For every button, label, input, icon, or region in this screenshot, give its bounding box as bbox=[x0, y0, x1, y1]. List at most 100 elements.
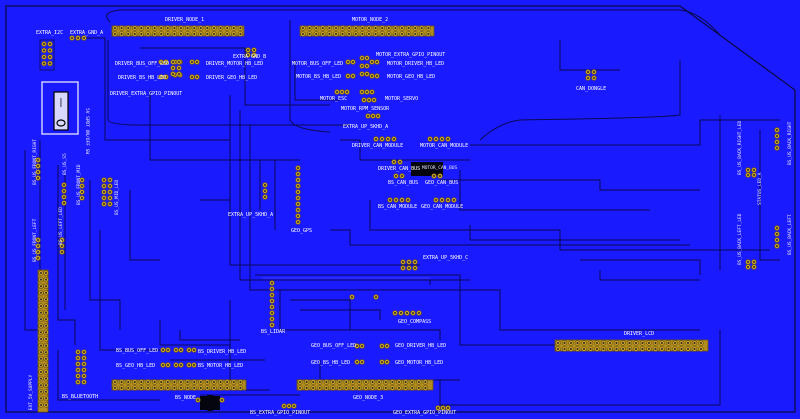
pad-hole bbox=[414, 27, 417, 29]
pad-hole bbox=[361, 361, 363, 363]
pad-hole bbox=[45, 278, 47, 281]
pad-hole bbox=[433, 175, 435, 177]
pad-hole bbox=[43, 49, 45, 52]
pad-hole bbox=[384, 387, 387, 389]
pad-hole bbox=[83, 381, 85, 383]
pad-hole bbox=[447, 199, 449, 201]
pad-hole bbox=[615, 342, 618, 344]
label-motor-esc: MOTOR_ESC bbox=[320, 96, 347, 102]
pad-hole bbox=[219, 33, 222, 35]
pad-hole bbox=[153, 27, 156, 29]
pad-hole bbox=[368, 33, 370, 35]
pad-hole bbox=[776, 245, 778, 247]
pad-hole bbox=[140, 387, 143, 389]
pad-hole bbox=[654, 342, 657, 344]
label-bs-motor-hb-led: BS_MOTOR_HB_LED bbox=[198, 363, 243, 369]
pad-hole bbox=[420, 27, 423, 29]
pad-hole bbox=[654, 348, 657, 350]
pad-hole bbox=[674, 348, 676, 350]
pad-hole bbox=[37, 165, 39, 167]
pad-hole bbox=[160, 381, 163, 383]
pad-hole bbox=[45, 324, 47, 327]
pad-hole bbox=[45, 311, 47, 314]
pad-hole bbox=[103, 197, 105, 199]
pad-hole bbox=[407, 199, 409, 201]
pad-hole bbox=[687, 342, 689, 344]
label-extra-gnd-b: EXTRA_GND_B bbox=[233, 54, 266, 60]
label-bs-bluetooth: BS_BLUETOOTH bbox=[62, 394, 98, 400]
label-driver-node-1: DRIVER_NODE_1 bbox=[165, 17, 204, 23]
pad-hole bbox=[387, 27, 390, 29]
pad-hole bbox=[424, 387, 427, 389]
pad-hole bbox=[378, 387, 381, 389]
pad-hole bbox=[153, 381, 156, 383]
pad-hole bbox=[288, 405, 290, 407]
label-motor-node-2: MOTOR_NODE_2 bbox=[352, 17, 388, 23]
pad-hole bbox=[341, 27, 344, 29]
pad-hole bbox=[378, 381, 381, 383]
pad-hole bbox=[356, 361, 358, 363]
pad-hole bbox=[37, 245, 39, 247]
pad-hole bbox=[667, 348, 670, 350]
pad-hole bbox=[441, 138, 443, 140]
label-geo-bus-off-led: GEO_BUS_OFF_LED bbox=[311, 343, 356, 349]
pad-hole bbox=[196, 61, 198, 63]
pad-hole bbox=[395, 199, 397, 201]
pad-hole bbox=[747, 169, 749, 171]
pad-hole bbox=[628, 348, 631, 350]
label-ext-5v-supply: EXT_5V_SUPPLY bbox=[28, 374, 34, 410]
pad-hole bbox=[166, 27, 169, 29]
pad-hole bbox=[400, 312, 402, 314]
label-bs-can-module: BS_CAN_MODULE bbox=[378, 204, 417, 210]
pad-hole bbox=[408, 261, 410, 263]
pad-hole bbox=[776, 147, 778, 149]
label-driver-motor-hb-led: DRIVER_MOTOR_HB_LED bbox=[206, 61, 263, 67]
pad-hole bbox=[648, 342, 650, 344]
power-switch-on-glyph: | bbox=[58, 98, 63, 108]
pad-hole bbox=[43, 62, 45, 65]
pad-hole bbox=[271, 294, 273, 296]
pad-hole bbox=[635, 342, 637, 344]
pad-hole bbox=[376, 75, 378, 77]
pad-hole bbox=[186, 381, 189, 383]
pad-hole bbox=[283, 405, 285, 407]
pad-hole bbox=[583, 342, 585, 344]
pad-hole bbox=[173, 33, 176, 35]
pad-hole bbox=[193, 381, 196, 383]
label-extra-gnd-a: EXTRA_GND_A bbox=[70, 30, 103, 36]
pad-hole bbox=[226, 381, 229, 383]
pad-hole bbox=[381, 345, 383, 347]
pad-hole bbox=[140, 27, 143, 29]
pad-hole bbox=[366, 57, 368, 59]
label-driver-extra-gpio-pinout: DRIVER_EXTRA_GPIO_PINOUT bbox=[110, 91, 182, 97]
label-geo-can-module: GEO_CAN_MODULE bbox=[421, 204, 463, 210]
pad-hole bbox=[271, 288, 273, 290]
pad-hole bbox=[103, 203, 105, 205]
label-driver-can-module: DRIVER_CAN_MODULE bbox=[352, 143, 403, 149]
pad-hole bbox=[442, 407, 444, 409]
pad-hole bbox=[680, 342, 683, 344]
pad-hole bbox=[776, 135, 778, 137]
pad-hole bbox=[297, 185, 299, 187]
pad-hole bbox=[332, 387, 334, 389]
power-switch[interactable]: | bbox=[41, 81, 79, 135]
pad-hole bbox=[358, 381, 361, 383]
label-extra-up-5khd-c: EXTRA_UP_5KHD_C bbox=[423, 255, 468, 261]
pad-hole bbox=[437, 407, 439, 409]
pad-hole bbox=[336, 91, 338, 93]
pad-hole bbox=[674, 342, 676, 344]
pad-hole bbox=[351, 381, 354, 383]
pad-hole bbox=[186, 387, 189, 389]
pad-hole bbox=[206, 33, 209, 35]
pad-hole bbox=[312, 381, 315, 383]
pad-hole bbox=[199, 381, 202, 383]
pad-hole bbox=[103, 185, 105, 187]
label-bs-us-front-left: BS_US_FRONT_LEFT bbox=[32, 218, 38, 262]
pad-hole bbox=[247, 54, 249, 56]
pad-hole bbox=[206, 387, 209, 389]
pad-hole bbox=[120, 381, 123, 383]
pad-hole bbox=[45, 390, 47, 393]
pad-hole bbox=[308, 33, 311, 35]
pad-hole bbox=[407, 27, 410, 29]
pad-hole bbox=[40, 364, 42, 367]
